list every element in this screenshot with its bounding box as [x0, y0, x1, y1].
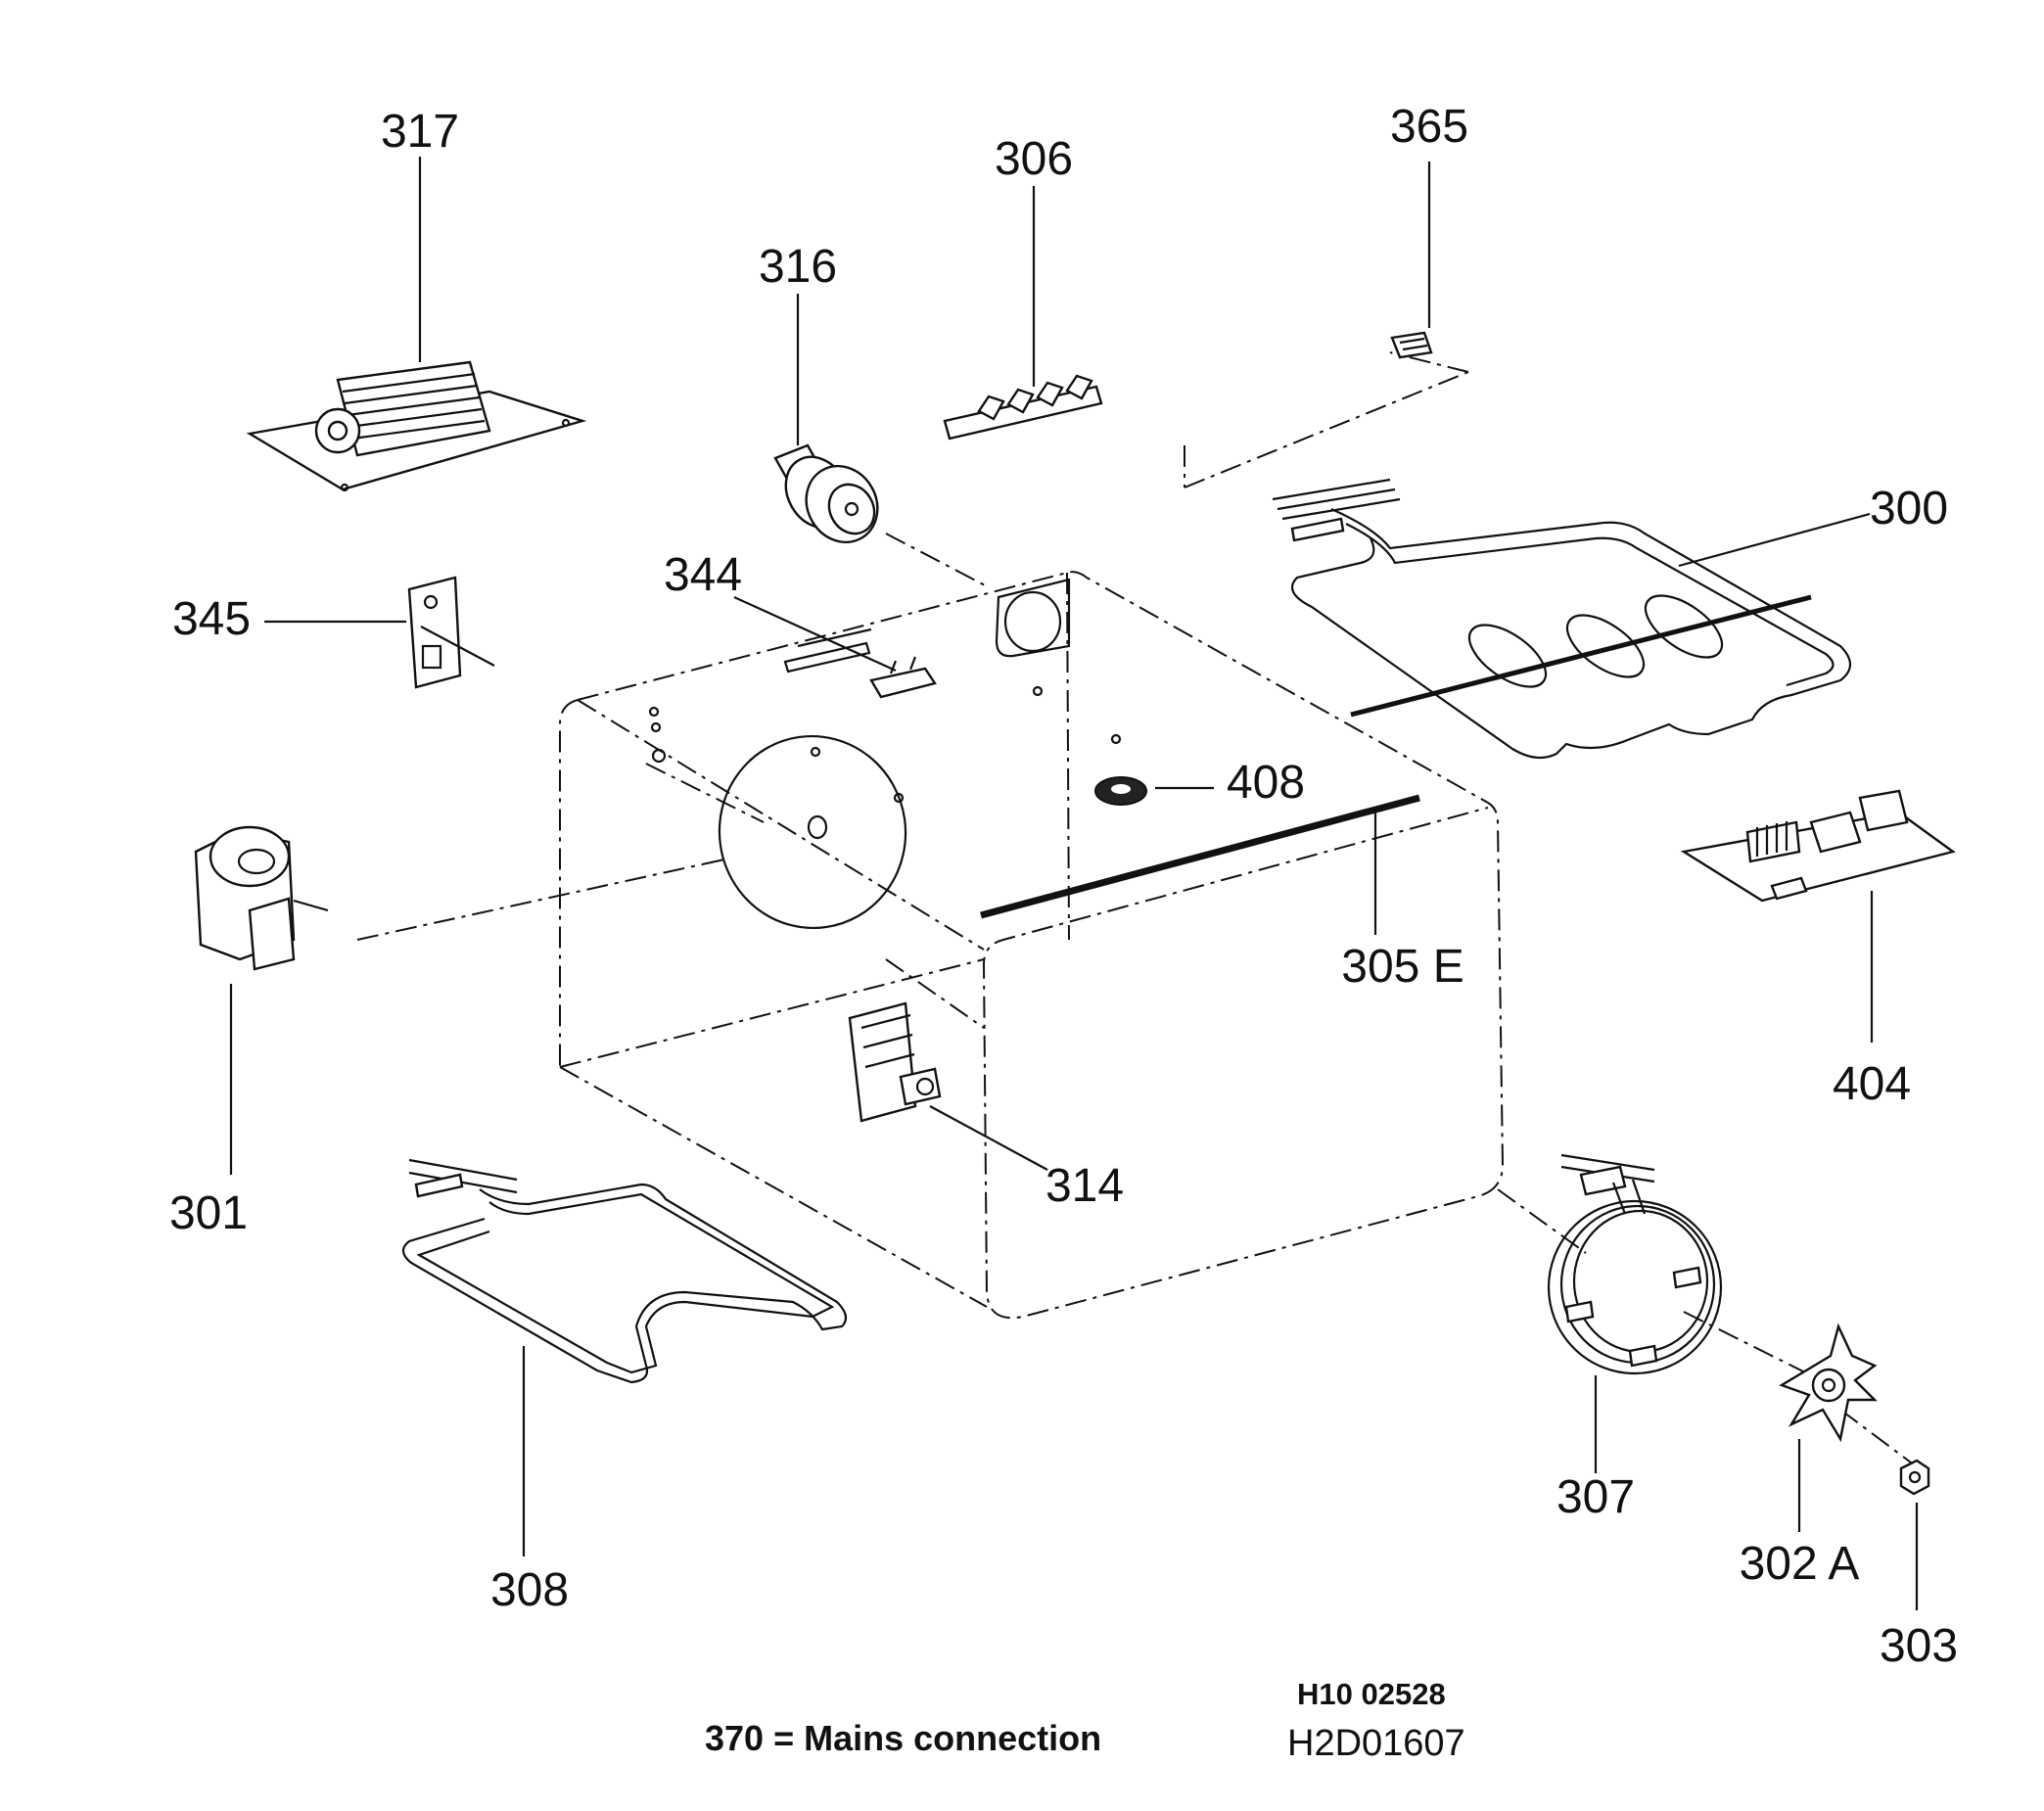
label-306: 306	[994, 133, 1074, 185]
part-300	[1272, 478, 1852, 760]
label-300: 300	[1869, 483, 1949, 534]
part-316	[773, 443, 879, 544]
label-302a: 302 A	[1739, 1538, 1860, 1590]
part-404	[1680, 789, 1956, 903]
mains-connection-note: 370 = Mains connection	[705, 1718, 1102, 1758]
drawing-code-1: H10 02528	[1297, 1677, 1446, 1711]
part-302a	[1779, 1323, 1878, 1443]
label-365: 365	[1389, 101, 1469, 153]
part-365	[1390, 331, 1433, 359]
label-307: 307	[1556, 1471, 1636, 1523]
label-305e: 305 E	[1341, 941, 1464, 993]
part-308	[401, 1158, 848, 1384]
label-404: 404	[1832, 1058, 1912, 1110]
label-317: 317	[380, 106, 460, 158]
part-306	[943, 374, 1103, 441]
part-307	[1547, 1153, 1723, 1375]
label-308: 308	[489, 1564, 570, 1616]
label-345: 345	[171, 593, 252, 645]
oven-cavity	[356, 351, 1920, 1469]
label-344: 344	[663, 549, 743, 601]
drawing-code-2: H2D01607	[1287, 1723, 1465, 1764]
label-303: 303	[1879, 1620, 1959, 1672]
part-317	[246, 360, 587, 492]
part-305e-strip	[980, 794, 1420, 919]
label-301: 301	[168, 1187, 249, 1239]
part-345	[407, 576, 495, 689]
leader-lines	[229, 157, 1919, 1610]
label-316: 316	[758, 241, 838, 293]
part-408	[1094, 776, 1147, 806]
part-344	[869, 656, 937, 699]
part-314	[848, 1001, 942, 1123]
label-314: 314	[1045, 1160, 1125, 1212]
part-303	[1899, 1459, 1930, 1496]
part-301	[194, 825, 329, 971]
label-408: 408	[1226, 757, 1306, 809]
